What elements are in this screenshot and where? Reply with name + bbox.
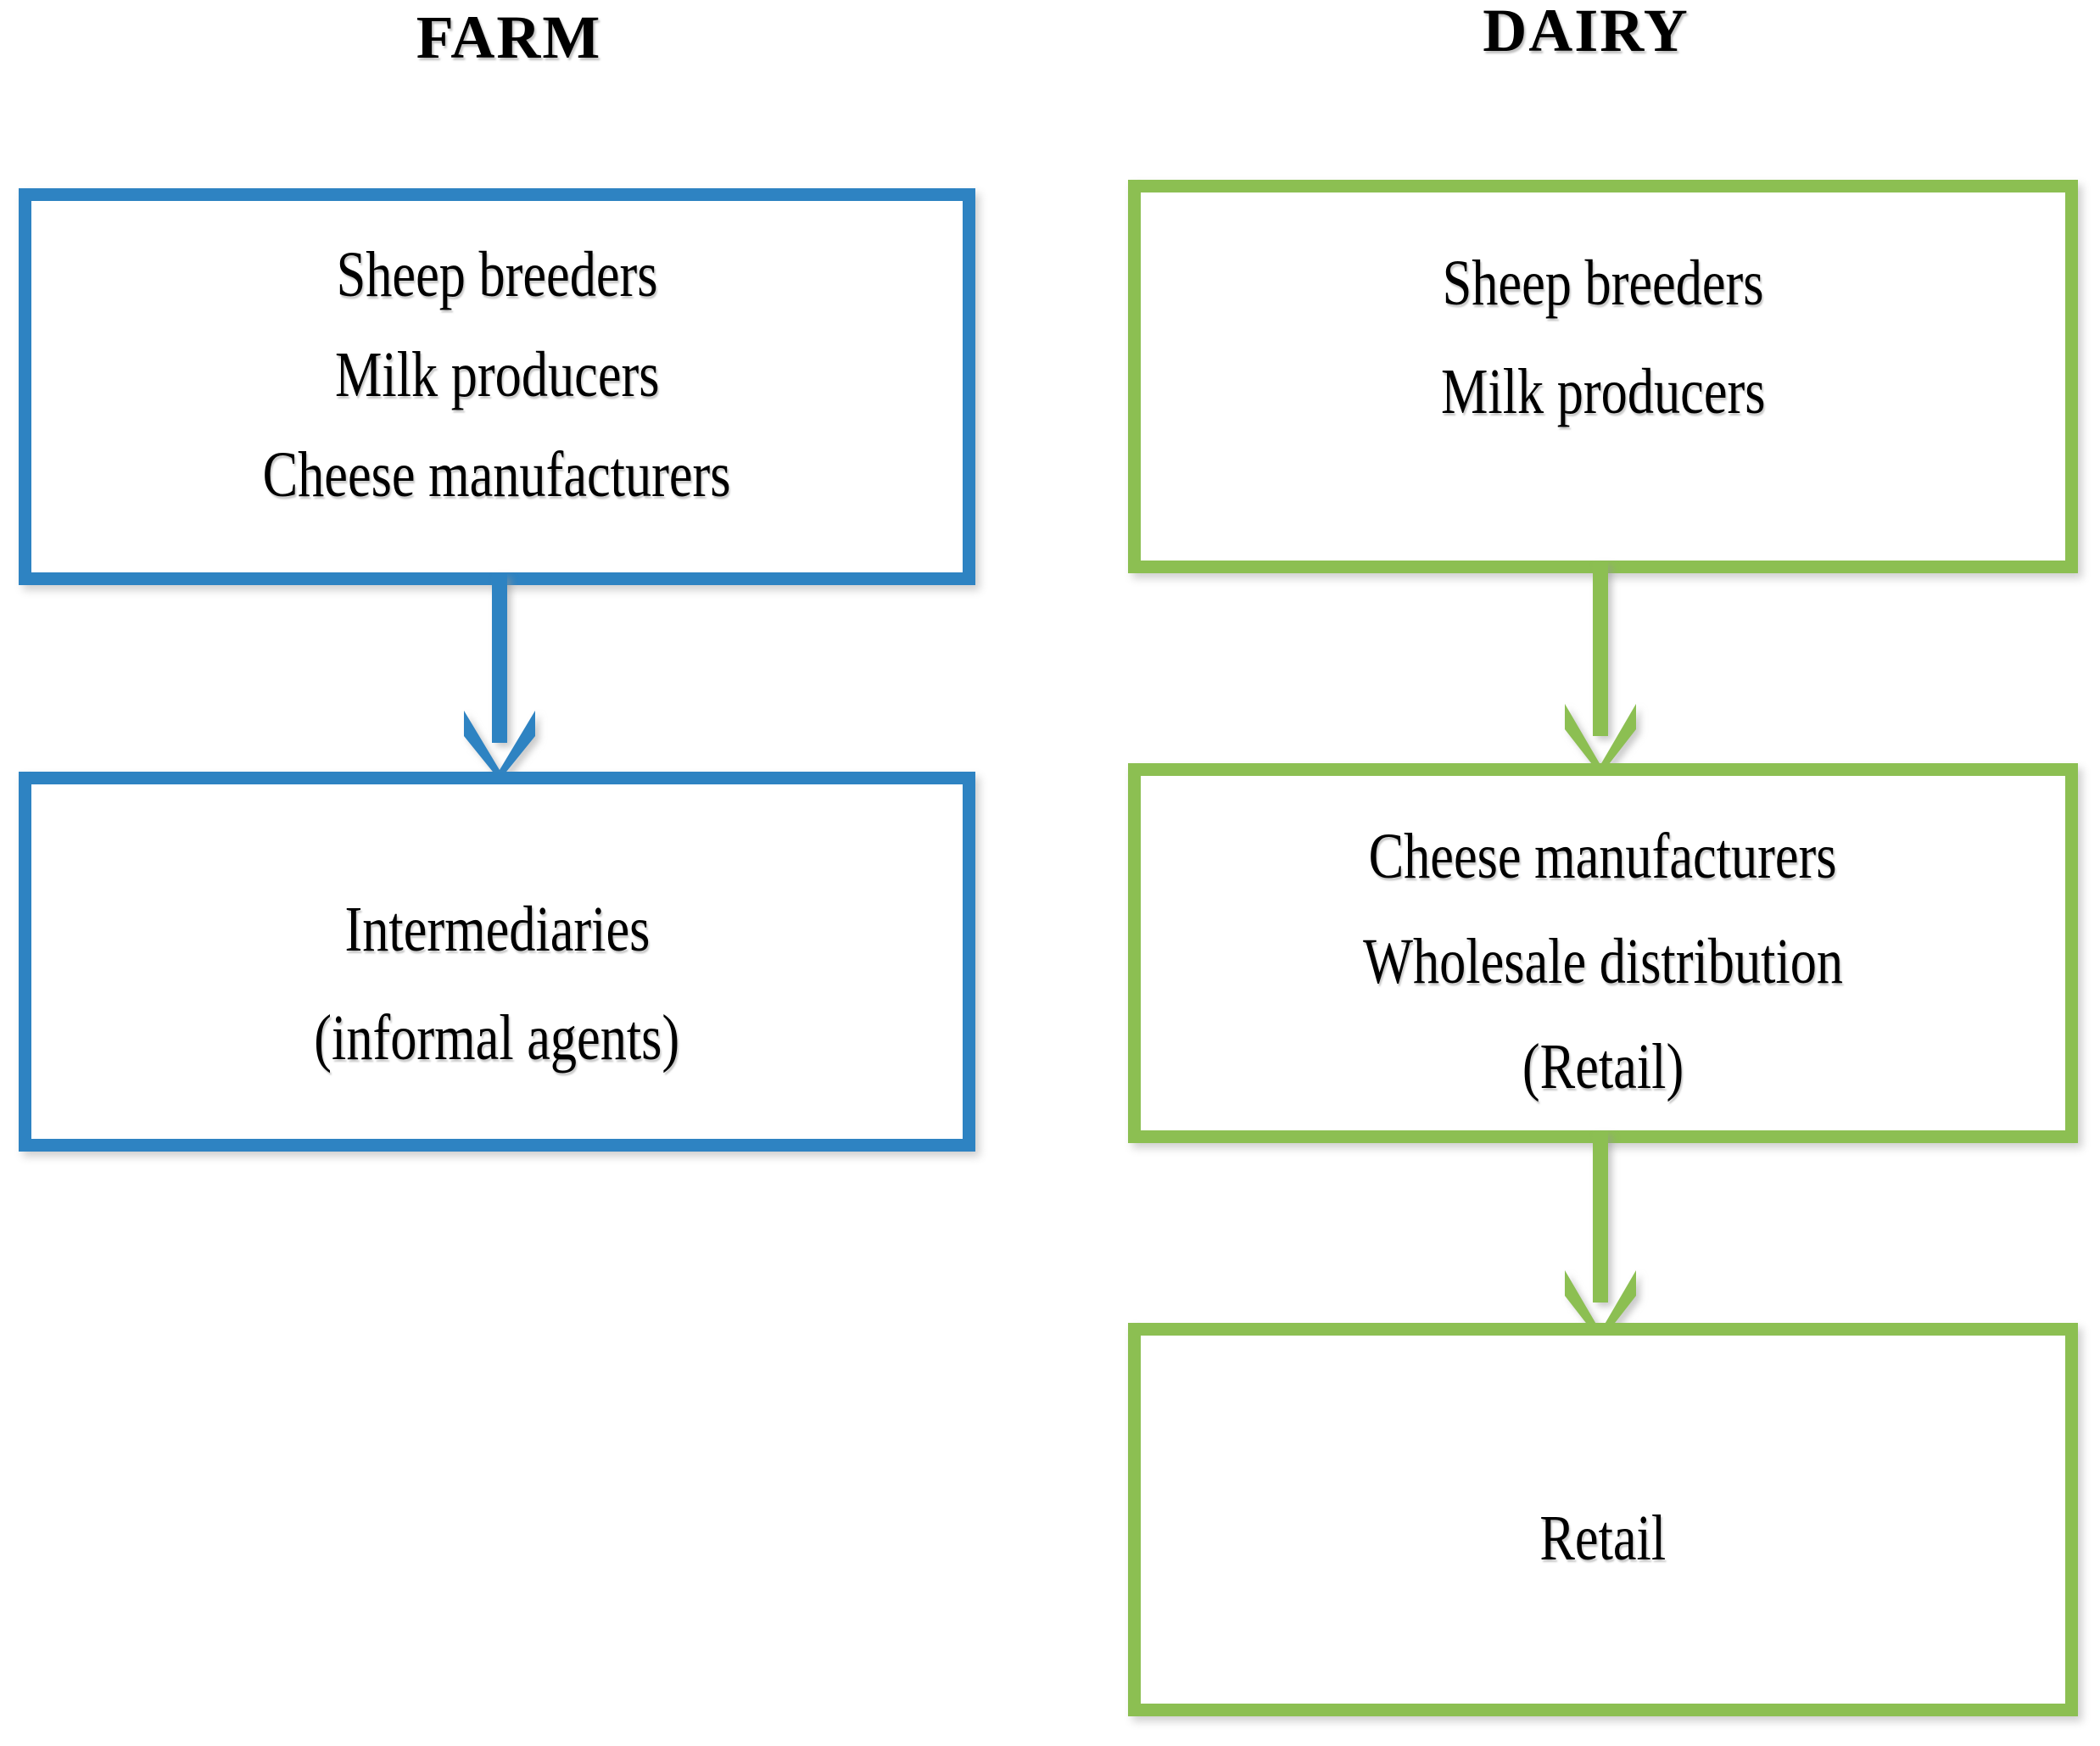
dairy-box-processing[interactable]: Cheese manufacturers Wholesale distribut… [1128, 763, 2078, 1143]
dairy-box1-line-2: Milk producers [1440, 356, 1766, 427]
dairy-box2-line-2: Wholesale distribution [1363, 926, 1843, 997]
dairy-box-retail-lines: Retail [1526, 1506, 1680, 1570]
farm-box-producers-lines: Sheep breeders Milk producers Cheese man… [211, 243, 782, 507]
dairy-box-producers[interactable]: Sheep breeders Milk producers [1128, 180, 2078, 573]
farm-column-title: FARM [416, 3, 602, 71]
farm-box1-line-1: Sheep breeders [336, 239, 658, 310]
farm-box1-line-2: Milk producers [334, 339, 660, 410]
dairy-box1-line-1: Sheep breeders [1442, 248, 1764, 319]
farm-box-intermediaries[interactable]: Intermediaries (informal agents) [19, 772, 975, 1152]
farm-arrow-down-icon [450, 573, 560, 780]
dairy-arrow-down-1-icon [1550, 561, 1661, 775]
dairy-arrow-down-2-icon [1550, 1131, 1661, 1342]
dairy-box-producers-lines: Sheep breeders Milk producers [1405, 251, 1801, 424]
dairy-box3-line-1: Retail [1539, 1503, 1667, 1574]
farm-box-intermediaries-lines: Intermediaries (informal agents) [274, 897, 719, 1070]
dairy-box-processing-lines: Cheese manufacturers Wholesale distribut… [1310, 824, 1896, 1099]
dairy-box2-line-3: (Retail) [1522, 1031, 1684, 1102]
dairy-column-title: DAIRY [1483, 0, 1689, 64]
farm-box1-line-3: Cheese manufacturers [263, 439, 731, 510]
farm-box-producers[interactable]: Sheep breeders Milk producers Cheese man… [19, 188, 975, 585]
farm-box2-line-2: (informal agents) [314, 1002, 680, 1074]
dairy-box-retail[interactable]: Retail [1128, 1323, 2078, 1716]
dairy-box2-line-1: Cheese manufacturers [1369, 821, 1837, 892]
farm-box2-line-1: Intermediaries [344, 894, 650, 965]
